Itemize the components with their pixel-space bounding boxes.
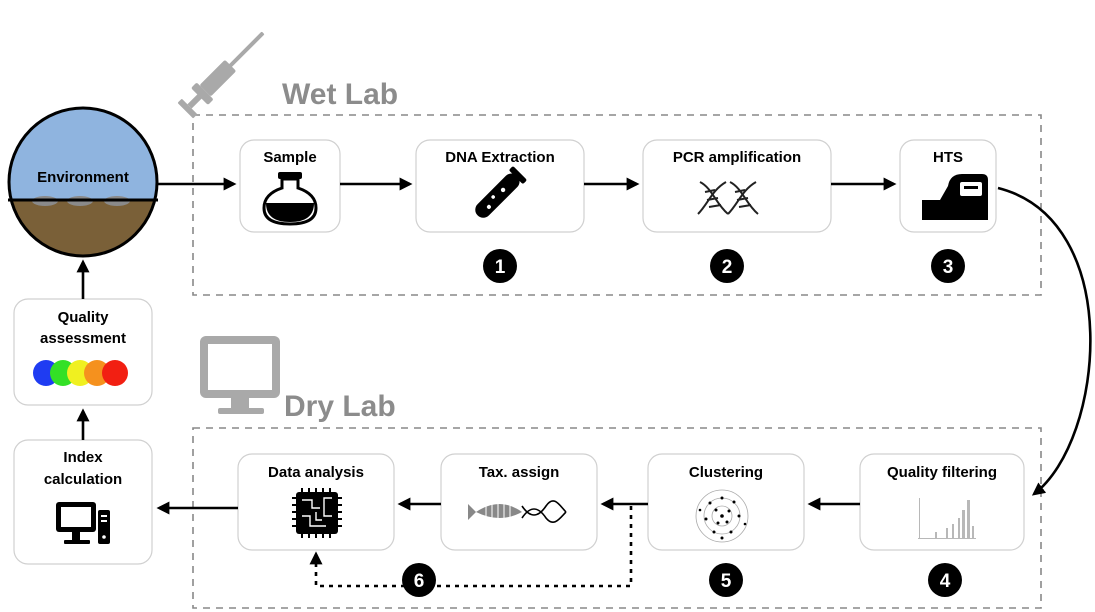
environment-illustration: Environment <box>7 106 159 258</box>
step-badge-4: 4 <box>928 563 962 597</box>
step-badge-3: 3 <box>931 249 965 283</box>
wet-lab-frame <box>192 114 1042 296</box>
quality-dots-icon <box>33 360 128 386</box>
data-analysis-label: Data analysis <box>268 464 364 481</box>
pcr-label: PCR amplification <box>673 149 801 166</box>
dry-lab-frame <box>192 427 1042 609</box>
svg-text:1: 1 <box>495 257 506 278</box>
step-badge-5: 5 <box>709 563 743 597</box>
dna-helix-icon <box>697 181 759 215</box>
tax-assign-label: Tax. assign <box>479 464 560 481</box>
step-badge-2: 2 <box>710 249 744 283</box>
environment-label: Environment <box>37 169 129 186</box>
step-badge-6: 6 <box>402 563 436 597</box>
sample-label: Sample <box>263 149 316 166</box>
step-badge-1: 1 <box>483 249 517 283</box>
syringe-icon <box>177 31 265 119</box>
dotted-loop-arrow <box>309 506 633 588</box>
arrow-hts-to-filtering <box>997 186 1092 496</box>
pcr-box <box>642 139 832 233</box>
cluster-icon <box>695 489 749 543</box>
chip-icon <box>292 488 342 538</box>
svg-text:2: 2 <box>722 257 733 278</box>
dna-extraction-label: DNA Extraction <box>445 149 554 166</box>
test-tube-icon <box>475 166 527 218</box>
flask-icon <box>262 172 318 226</box>
histogram-icon <box>918 498 976 539</box>
tax-assign-box <box>440 453 598 551</box>
svg-text:5: 5 <box>721 571 732 592</box>
clustering-box <box>647 453 805 551</box>
index-calculation-label-1: Index <box>63 449 103 466</box>
clustering-label: Clustering <box>689 464 763 481</box>
monitor-icon <box>200 336 280 414</box>
quality-assessment-label-2: assessment <box>40 330 126 347</box>
dry-lab-title: Dry Lab <box>284 390 396 423</box>
wet-lab-title: Wet Lab <box>282 78 398 111</box>
svg-text:6: 6 <box>414 571 425 592</box>
sequencer-icon <box>922 174 988 220</box>
quality-assessment-label-1: Quality <box>58 309 110 326</box>
quality-filtering-box <box>859 453 1025 551</box>
svg-text:4: 4 <box>940 571 951 592</box>
computer-icon <box>56 502 110 544</box>
hts-label: HTS <box>933 149 963 166</box>
fish-dna-icon <box>468 500 567 523</box>
quality-filtering-label: Quality filtering <box>887 464 997 481</box>
svg-text:3: 3 <box>943 257 954 278</box>
index-calculation-label-2: calculation <box>44 471 122 488</box>
